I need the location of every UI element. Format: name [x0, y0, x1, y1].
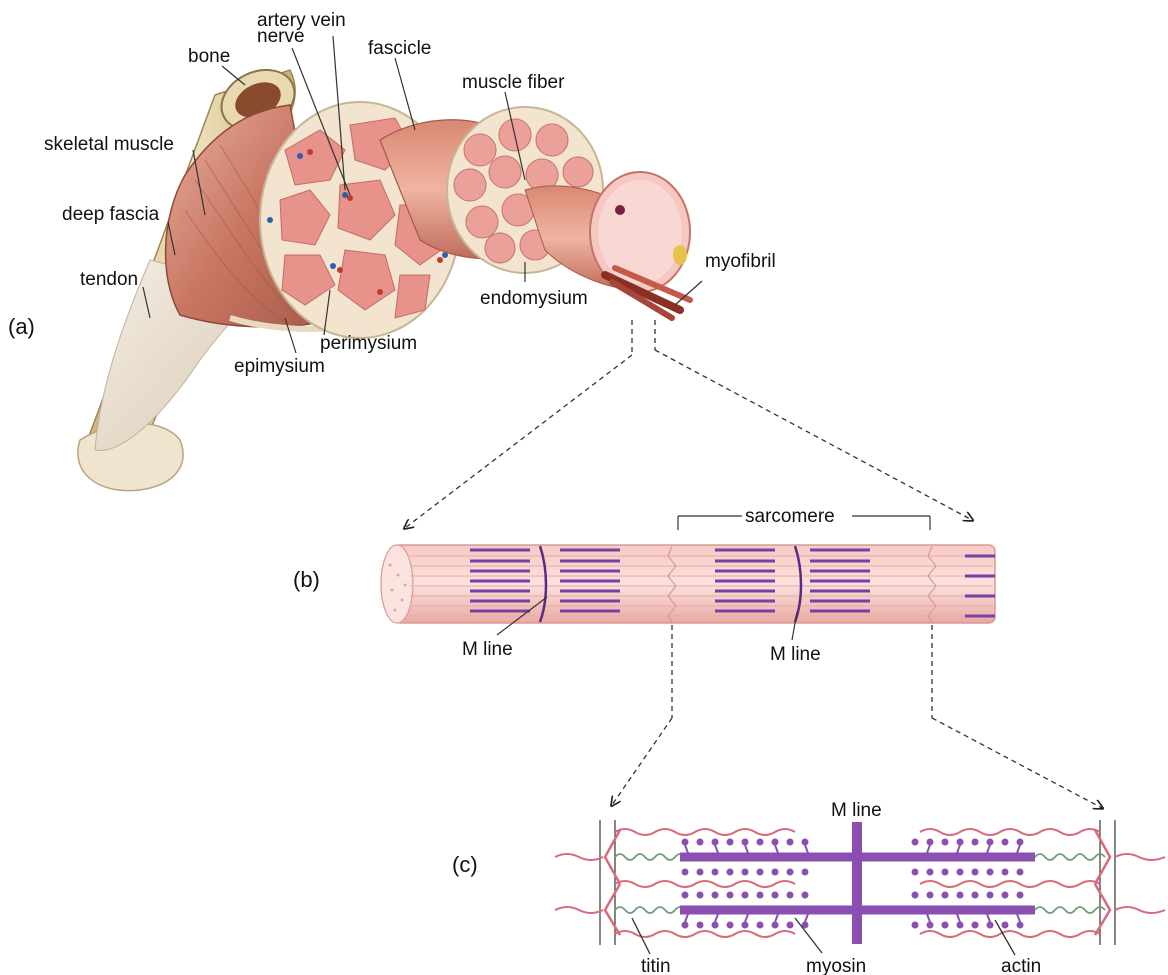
panel-label-a: (a) — [8, 314, 35, 339]
label-m-line-right: M line — [770, 644, 821, 665]
panel-b-myofibril — [381, 545, 995, 623]
label-sarcomere: sarcomere — [745, 506, 835, 527]
label-myofibril: myofibril — [705, 251, 776, 272]
myosin-heads-left — [682, 839, 809, 929]
panel-a-illustration — [78, 59, 690, 491]
zoom-lines-b-to-c — [612, 625, 1102, 808]
panel-label-c: (c) — [452, 852, 478, 877]
label-deep-fascia: deep fascia — [62, 204, 160, 225]
label-tendon: tendon — [80, 269, 138, 290]
label-m-line-c: M line — [831, 800, 882, 821]
panel-c-sarcomere — [555, 820, 1165, 945]
label-nerve: nerve — [257, 26, 305, 47]
label-muscle-fiber: muscle fiber — [462, 72, 565, 93]
label-skeletal-muscle: skeletal muscle — [44, 134, 174, 155]
panel-label-b: (b) — [293, 567, 320, 592]
label-epimysium: epimysium — [234, 356, 325, 377]
label-myosin: myosin — [806, 956, 866, 975]
m-line-bar — [852, 822, 862, 944]
label-perimysium: perimysium — [320, 333, 417, 354]
label-m-line-left: M line — [462, 639, 513, 660]
label-bone: bone — [188, 46, 230, 67]
label-fascicle: fascicle — [368, 38, 431, 59]
label-actin: actin — [1001, 956, 1041, 975]
label-titin: titin — [641, 956, 671, 975]
zoom-lines-a-to-b — [405, 320, 972, 528]
label-endomysium: endomysium — [480, 288, 588, 309]
